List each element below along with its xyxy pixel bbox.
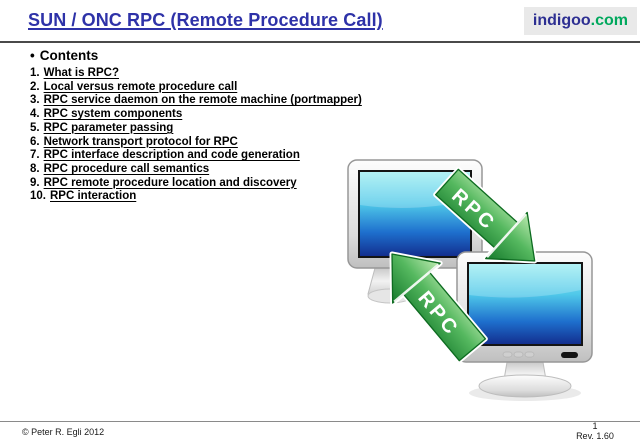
revision-label: Rev. 1.60 <box>576 430 614 441</box>
logo-indigoo[interactable]: indigoo.com <box>523 7 637 35</box>
monitor-power-button <box>561 352 578 358</box>
toc-item-link[interactable]: RPC service daemon on the remote machine… <box>43 94 362 107</box>
toc-item-number: 3. <box>30 94 40 107</box>
copyright-text: © Peter R. Egli 2012 <box>22 427 105 437</box>
toc-item-link[interactable]: RPC procedure call semantics <box>43 162 210 175</box>
toc-item-number: 9. <box>30 176 40 189</box>
page-info: 1 Rev. 1.60 <box>576 421 614 441</box>
toc-item-link[interactable]: Local versus remote procedure call <box>43 80 238 93</box>
toc-item-link[interactable]: What is RPC? <box>43 67 119 79</box>
toc-item-link[interactable]: RPC parameter passing <box>43 121 174 134</box>
toc-item[interactable]: 10. RPC interaction <box>30 190 362 204</box>
toc-item-link[interactable]: RPC system components <box>43 108 183 121</box>
toc-item[interactable]: 7.RPC interface description and code gen… <box>30 149 362 163</box>
table-of-contents: 1.What is RPC? 2.Local versus remote pro… <box>30 67 362 204</box>
toc-item-link[interactable]: RPC interaction <box>50 190 137 203</box>
toc-item-number: 7. <box>30 149 40 162</box>
monitor-button <box>524 351 535 358</box>
contents-section: • Contents 1.What is RPC? 2.Local versus … <box>30 48 362 204</box>
toc-item[interactable]: 1.What is RPC? <box>30 67 362 81</box>
toc-item-number: 2. <box>30 80 40 93</box>
monitor-button <box>513 351 524 358</box>
contents-heading: • Contents <box>30 48 362 63</box>
toc-item-number: 5. <box>30 121 40 134</box>
toc-item-link[interactable]: RPC remote procedure location and discov… <box>43 176 297 189</box>
header-divider <box>0 41 640 43</box>
toc-item[interactable]: 2.Local versus remote procedure call <box>30 81 362 95</box>
contents-heading-label: Contents <box>39 48 99 63</box>
monitor-button <box>502 351 513 358</box>
page-number: 1 <box>592 421 598 431</box>
toc-item-link[interactable]: Network transport protocol for RPC <box>43 135 238 148</box>
toc-item-number: 10. <box>30 190 46 203</box>
logo-name: indigoo <box>532 12 591 29</box>
slide-title: SUN / ONC RPC (Remote Procedure Call) <box>28 10 383 30</box>
monitor-front-icon <box>456 251 593 401</box>
toc-item-link[interactable]: RPC interface description and code gener… <box>43 149 300 162</box>
logo-tld: .com <box>590 12 628 29</box>
toc-item-number: 1. <box>30 67 40 79</box>
toc-item-number: 4. <box>30 108 40 121</box>
toc-item[interactable]: 6.Network transport protocol for RPC <box>30 136 362 150</box>
rpc-illustration: RPC RPC <box>347 159 593 401</box>
toc-item-number: 6. <box>30 135 40 148</box>
toc-item[interactable]: 9.RPC remote procedure location and disc… <box>30 177 362 191</box>
toc-item[interactable]: 8.RPC procedure call semantics <box>30 163 362 177</box>
bullet-icon: • <box>30 48 35 63</box>
toc-item[interactable]: 5.RPC parameter passing <box>30 122 362 136</box>
toc-item[interactable]: 4.RPC system components <box>30 108 362 122</box>
toc-item-number: 8. <box>30 162 40 175</box>
toc-item[interactable]: 3.RPC service daemon on the remote machi… <box>30 94 362 108</box>
footer-divider <box>0 421 640 422</box>
